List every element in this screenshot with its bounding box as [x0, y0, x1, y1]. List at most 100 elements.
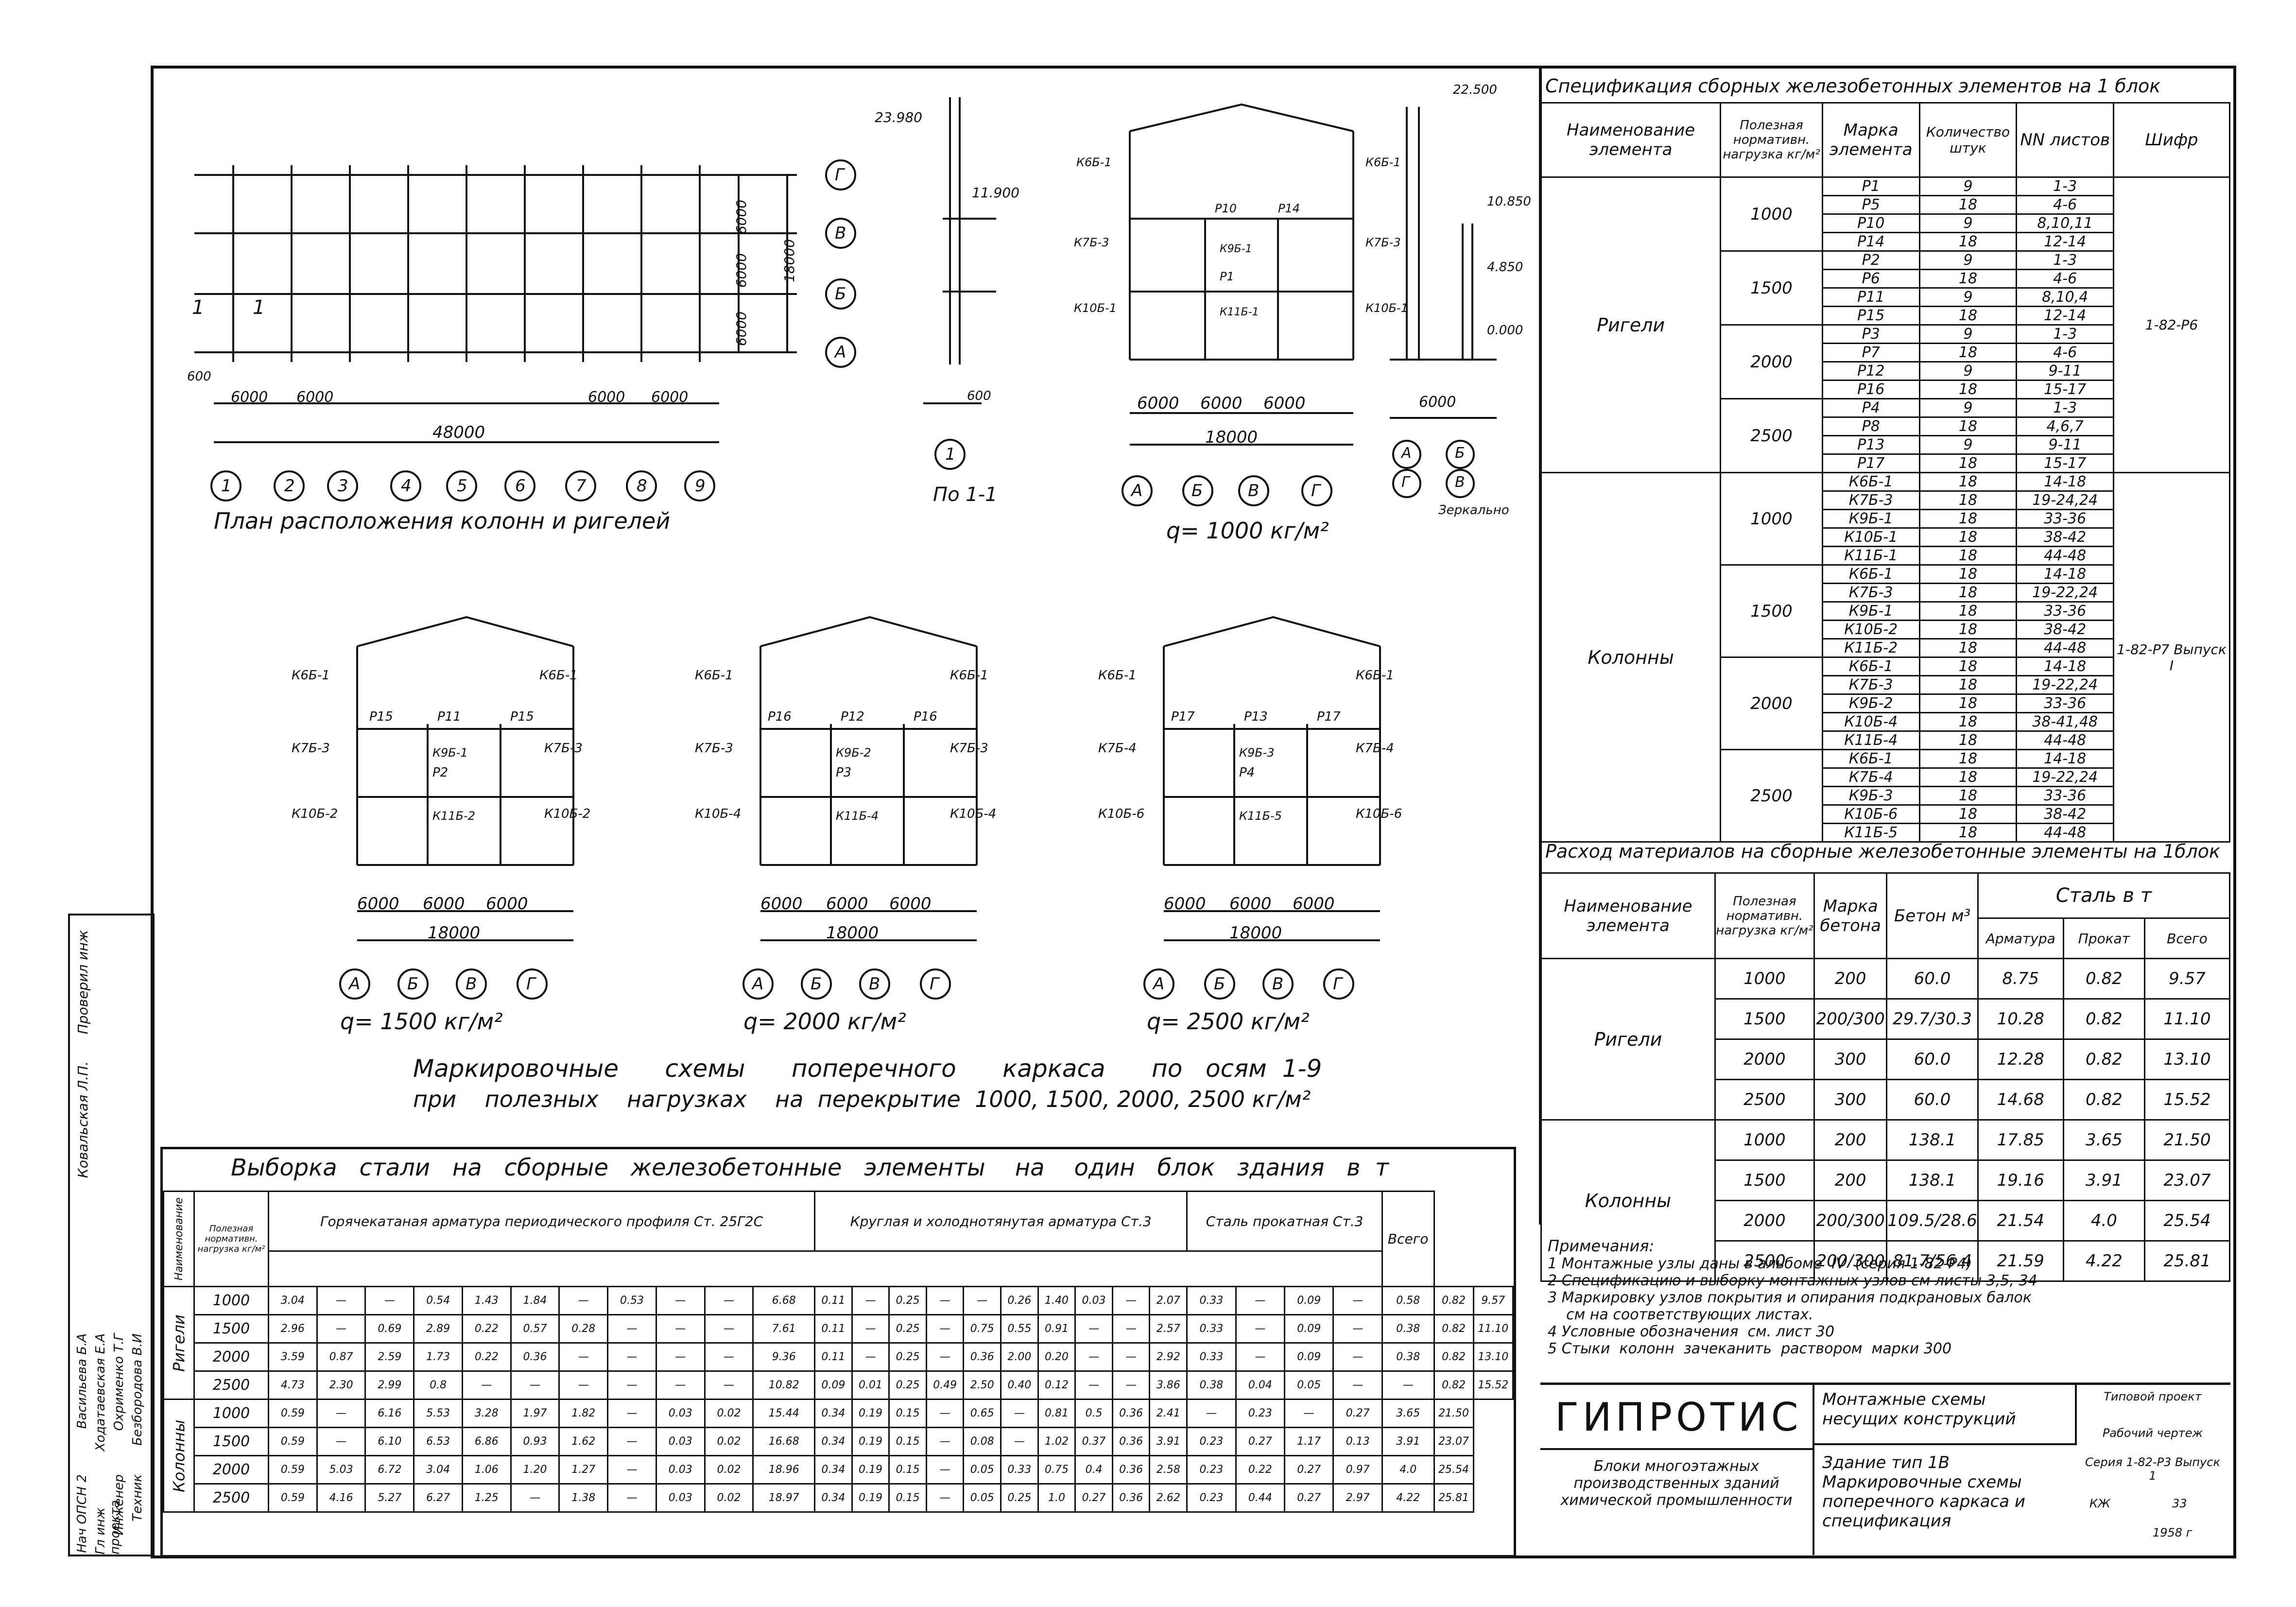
steel-cell: — [1235, 1342, 1286, 1372]
spec-h-mark: Марка элемента [1821, 102, 1920, 178]
steel-cell: — [607, 1314, 657, 1344]
mat-load: 2500 [1714, 1240, 1815, 1282]
steel-cell: — [1186, 1399, 1237, 1428]
spec-qty: 18 [1918, 546, 2018, 566]
steel-cell: — [607, 1399, 657, 1428]
steel-cell: 0.34 [814, 1399, 853, 1428]
steel-cell: 1.38 [558, 1483, 609, 1513]
spec-qty: 18 [1918, 509, 2018, 529]
spec-mark: К7Б-3 [1821, 675, 1920, 695]
frame3-col-6: К10Б-4 [950, 807, 997, 821]
mat-h-name: Наименование элемента [1540, 872, 1716, 959]
frame1-span-1: 6000 [1137, 394, 1179, 413]
steel-cell: 4.0 [1381, 1455, 1435, 1485]
steel-cell: 0.36 [1111, 1483, 1151, 1513]
frame3-span-3: 6000 [889, 894, 932, 914]
spec-load: 1500 [1720, 250, 1823, 326]
section-1-1-title: По 1-1 [933, 484, 998, 506]
spec-mark: Р13 [1821, 435, 1920, 455]
signature-strip: Проверил инж Ковальская Л.П. Нач ОПСН 2 … [68, 914, 155, 1556]
steel-cell: 3.04 [268, 1286, 318, 1315]
steel-cell: — [655, 1370, 706, 1400]
mat-total: 21.50 [2143, 1119, 2231, 1161]
steel-cell: 0.59 [268, 1483, 318, 1513]
steel-cell: 0.38 [1186, 1370, 1237, 1400]
frame4-beam-3: Р17 [1317, 709, 1341, 724]
steel-cell: 0.11 [814, 1314, 853, 1344]
mat-rolled: 3.65 [2062, 1119, 2145, 1161]
spec-qty: 18 [1918, 749, 2018, 769]
spec-code: 1-82-Р7 Выпуск I [2112, 472, 2231, 843]
steel-cell: 0.26 [1000, 1286, 1039, 1315]
steel-cell: — [316, 1427, 366, 1456]
steel-cell: 2.62 [1149, 1483, 1188, 1513]
frame4-axis-V: В [1272, 974, 1284, 994]
steel-cell: — [1111, 1370, 1151, 1400]
steel-cell: — [1235, 1286, 1286, 1315]
plan-axis-7: 7 [576, 476, 587, 496]
spec-sheets: 33-36 [2016, 509, 2114, 529]
steel-cell: 0.33 [1186, 1314, 1237, 1344]
mat-rebar: 21.54 [1977, 1200, 2064, 1242]
side-elev-1: 22.500 [1453, 83, 1497, 97]
frame2-beam-1: Р15 [369, 709, 393, 724]
steel-cell: — [1074, 1370, 1113, 1400]
frame2-span-3: 6000 [486, 894, 528, 914]
frame2-col-4: К6Б-1 [539, 668, 578, 683]
steel-cell: 0.15 [888, 1483, 927, 1513]
plan-dim-v2: 6000 [733, 253, 750, 288]
org-name: ГИПРОТИС [1555, 1395, 1802, 1440]
spec-mark: К11Б-5 [1821, 823, 1920, 843]
mat-total: 9.57 [2143, 958, 2231, 1000]
spec-code: 1-82-Р6 [2112, 176, 2231, 473]
steel-cell: 2.41 [1149, 1399, 1188, 1428]
steel-cell: 0.53 [607, 1286, 657, 1315]
spec-qty: 9 [1918, 213, 2018, 233]
steel-cell: 0.19 [851, 1399, 890, 1428]
frame2-beam-3: Р15 [510, 709, 534, 724]
steel-cell: 1.25 [461, 1483, 512, 1513]
plan-title: План расположения колонн и ригелей [214, 508, 671, 534]
frame1-axis-A: А [1131, 481, 1143, 501]
spec-qty: 18 [1918, 767, 2018, 787]
steel-cell: 2.30 [316, 1370, 366, 1400]
spec-sheets: 14-18 [2016, 472, 2114, 492]
spec-h-load: Полезная нормативн. нагрузка кг/м² [1720, 102, 1823, 178]
steel-cell: 18.96 [752, 1455, 816, 1485]
steel-cell: 0.25 [888, 1370, 927, 1400]
spec-h-code: Шифр [2112, 102, 2231, 178]
spec-sheets: 15-17 [2016, 453, 2114, 473]
steel-cell: 0.09 [1284, 1342, 1334, 1372]
steel-cell: 2.07 [1149, 1286, 1188, 1315]
mat-rolled: 4.22 [2062, 1240, 2145, 1282]
spec-mark: Р3 [1821, 324, 1920, 344]
spec-qty: 18 [1918, 195, 2018, 215]
frame4-beam-1: Р17 [1171, 709, 1195, 724]
plan-axis-6: 6 [515, 476, 526, 496]
title-block: ГИПРОТИС Блоки многоэтажных производстве… [1540, 1382, 2230, 1555]
steel-load: 2500 [193, 1483, 269, 1513]
steel-cell: 1.27 [558, 1455, 609, 1485]
mat-concrete: 138.1 [1886, 1159, 1979, 1201]
frame2-axis-G: Г [526, 974, 535, 994]
steel-cell: — [1381, 1370, 1435, 1400]
notes: Примечания: 1 Монтажные узлы даны в альб… [1548, 1237, 2223, 1357]
frame4-span-1: 6000 [1164, 894, 1206, 914]
mat-concrete: 60.0 [1886, 1038, 1979, 1080]
frame4-col-1: К6Б-1 [1098, 668, 1137, 683]
steel-cell: — [704, 1314, 754, 1344]
steel-cell: 0.38 [1381, 1342, 1435, 1372]
steel-cell: — [1000, 1427, 1039, 1456]
spec-qty: 9 [1918, 361, 2018, 381]
